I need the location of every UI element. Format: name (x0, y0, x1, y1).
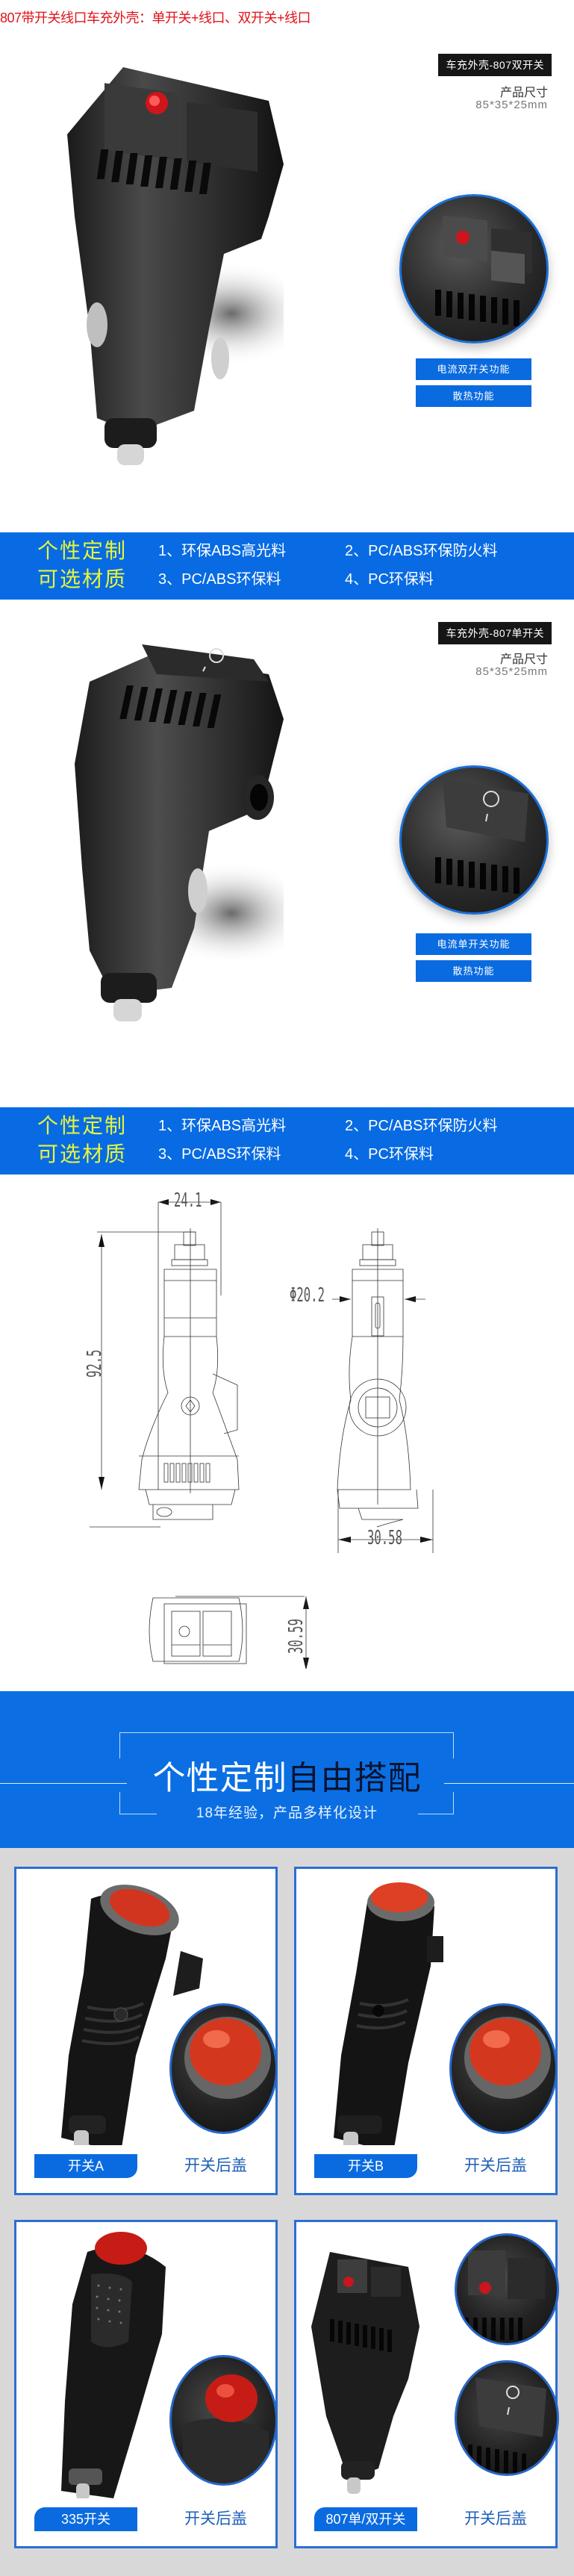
card-label-335-switch: 335开关 (34, 2507, 137, 2531)
dual-switch-closeup-icon (435, 215, 532, 326)
product-tag: 车充外壳-807双开关 (438, 54, 552, 76)
red-button-icon (184, 2017, 271, 2099)
product-single-switch: 车充外壳-807单开关 产品尺寸 85*35*25mm 电流单开关功能 散热功能 (0, 600, 574, 1092)
red-button-icon (183, 2374, 269, 2483)
banner-title-dark: 自由搭配 (287, 1760, 422, 1796)
dimension-diameter: Φ20.2 (290, 1284, 325, 1307)
gallery-card-335-switch: 335开关 开关后盖 (14, 2220, 278, 2548)
material-item-3: 3、PC/ABS环保料 (158, 571, 281, 588)
dimension-width: 24.1 (174, 1189, 202, 1212)
card-label-switch-b: 开关B (314, 2154, 417, 2178)
banner-line-right (444, 1783, 574, 1784)
feature-dual-switch: 电流双开关功能 (416, 358, 531, 380)
frame-gap-bottom (157, 1811, 418, 1818)
size-label: 产品尺寸 (499, 87, 548, 99)
switch-335-closeup (169, 2355, 278, 2486)
material-item-2: 2、PC/ABS环保防火料 (345, 1118, 498, 1134)
band-title-line1: 个性定制 (37, 1114, 128, 1137)
material-item-4: 4、PC环保料 (345, 1146, 434, 1163)
gallery-card-807-switch: 807单/双开关 开关后盖 (294, 2220, 559, 2548)
card-caption-807-switch: 开关后盖 (464, 2510, 527, 2527)
custom-banner: 个性定制自由搭配 18年经验，产品多样化设计 (0, 1691, 574, 1848)
switch-b-closeup (449, 2003, 558, 2134)
dimension-height: 92.5 (84, 1349, 106, 1378)
material-item-4: 4、PC环保料 (345, 571, 434, 588)
feature-heat-dissipation: 散热功能 (416, 385, 531, 407)
switch-a-image (61, 1885, 203, 2145)
red-button-icon (464, 2017, 551, 2099)
dimension-depth: 30.58 (367, 1527, 402, 1549)
switch-b-image (334, 1882, 443, 2145)
switch-807-image (311, 2252, 419, 2494)
banner-title: 个性定制自由搭配 (0, 1751, 574, 1799)
car-charger-dual-switch-image (67, 67, 284, 465)
material-item-3: 3、PC/ABS环保料 (158, 1146, 281, 1163)
gallery-card-switch-a: 开关A 开关后盖 (14, 1867, 278, 2195)
page-headline: 807带开关线口车充外壳：单开关+线口、双开关+线口 (0, 10, 311, 25)
product-tag: 车充外壳-807单开关 (438, 622, 552, 644)
switch-335-image (61, 2232, 166, 2498)
banner-title-white: 个性定制 (152, 1760, 287, 1796)
feature-heat-dissipation: 散热功能 (416, 960, 531, 982)
band-title-line1: 个性定制 (37, 539, 128, 562)
banner-line-left (0, 1783, 127, 1784)
switch-a-closeup (169, 2003, 278, 2134)
single-switch-closeup (399, 765, 549, 915)
card-caption-switch-b: 开关后盖 (464, 2157, 527, 2174)
product-dual-switch: 车充外壳-807双开关 产品尺寸 85*35*25mm 电流双开关功能 散热功能 (0, 30, 574, 523)
dual-switch-icon (464, 2250, 545, 2340)
feature-single-switch: 电流单开关功能 (416, 933, 531, 955)
card-label-switch-a: 开关A (34, 2154, 137, 2178)
807-dual-switch-closeup (455, 2233, 559, 2345)
banner-subtitle: 18年经验，产品多样化设计 (196, 1805, 378, 1821)
band-title-line2: 可选材质 (37, 1142, 128, 1166)
dimension-top-height: 30.59 (285, 1619, 308, 1654)
single-switch-icon (468, 2377, 546, 2474)
size-value: 85*35*25mm (475, 99, 548, 111)
material-item-2: 2、PC/ABS环保防火料 (345, 543, 498, 559)
technical-drawing: 24.1 92.5 Φ20.2 30.58 30.59 (0, 1176, 574, 1669)
card-caption-335-switch: 开关后盖 (184, 2510, 247, 2527)
switch-gallery: 开关A 开关后盖 (0, 1848, 574, 2576)
gallery-card-switch-b: 开关B 开关后盖 (294, 1867, 558, 2195)
material-options-band-2: 个性定制 可选材质 1、环保ABS高光料 2、PC/ABS环保防火料 3、PC/… (0, 1107, 574, 1175)
size-value: 85*35*25mm (475, 665, 548, 678)
size-label: 产品尺寸 (499, 653, 548, 666)
material-item-1: 1、环保ABS高光料 (158, 543, 287, 559)
card-caption-switch-a: 开关后盖 (184, 2157, 247, 2174)
material-options-band-1: 个性定制 可选材质 1、环保ABS高光料 2、PC/ABS环保防火料 3、PC/… (0, 532, 574, 600)
band-title-line2: 可选材质 (37, 567, 128, 591)
807-single-switch-closeup (455, 2360, 559, 2476)
single-switch-closeup-icon (435, 779, 528, 894)
card-label-807-switch: 807单/双开关 (314, 2507, 417, 2531)
car-charger-single-switch-image (75, 644, 284, 1021)
dual-switch-closeup (399, 194, 549, 343)
material-item-1: 1、环保ABS高光料 (158, 1118, 287, 1134)
dimension-drawing-icon (90, 1199, 434, 1669)
